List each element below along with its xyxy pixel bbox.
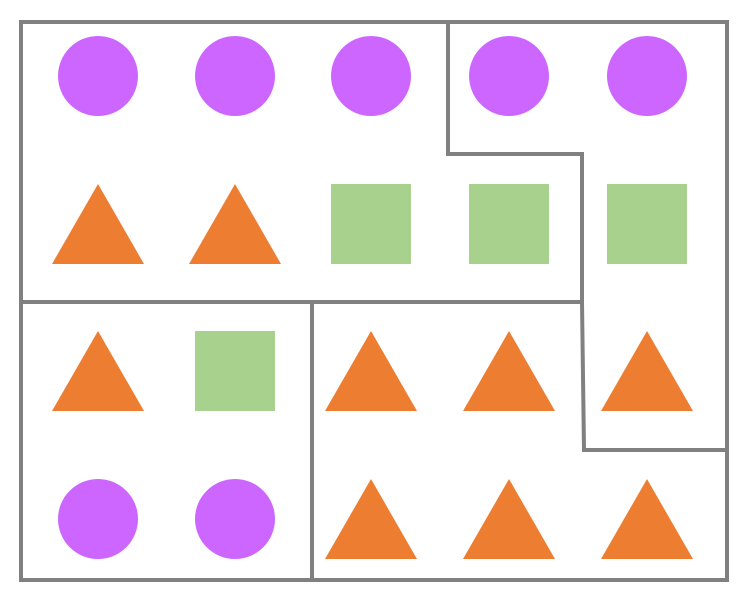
outer-border <box>19 20 729 582</box>
border-right-region <box>580 301 727 452</box>
triangle-r2-c1 <box>52 184 144 264</box>
square-r2-c3 <box>331 184 411 264</box>
circle-r1-c2 <box>195 36 275 116</box>
square-r3-c2 <box>195 331 275 411</box>
triangle-r4-c4 <box>463 479 555 559</box>
square-r2-c5 <box>607 184 687 264</box>
circle-r1-c5 <box>607 36 687 116</box>
triangle-r3-c5 <box>601 331 693 411</box>
shapes-layer <box>52 36 693 559</box>
square-r2-c4 <box>469 184 549 264</box>
circle-r4-c1 <box>58 479 138 559</box>
triangle-r3-c1 <box>52 331 144 411</box>
region-borders <box>19 20 729 582</box>
triangle-r2-c2 <box>189 184 281 264</box>
circle-r1-c4 <box>469 36 549 116</box>
circle-r4-c2 <box>195 479 275 559</box>
circle-r1-c3 <box>331 36 411 116</box>
circle-r1-c1 <box>58 36 138 116</box>
triangle-r4-c5 <box>601 479 693 559</box>
border-top-left-region <box>21 22 584 304</box>
triangle-r4-c3 <box>325 479 417 559</box>
triangle-r3-c4 <box>463 331 555 411</box>
triangle-r3-c3 <box>325 331 417 411</box>
